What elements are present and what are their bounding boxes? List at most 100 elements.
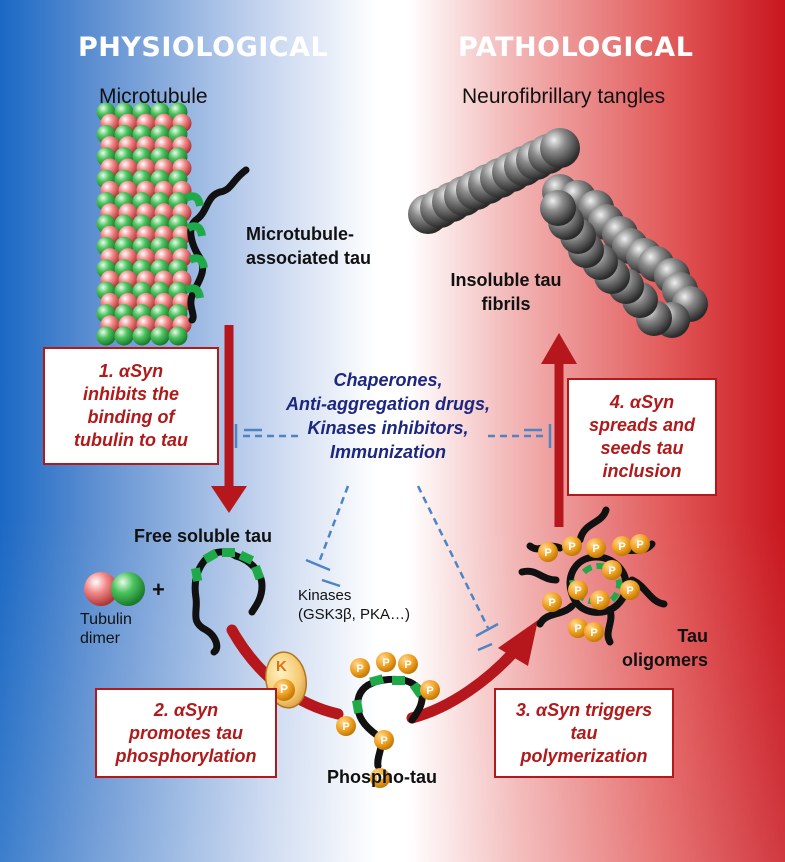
phosphate-bead <box>538 542 558 562</box>
inhibition-lines <box>234 424 552 652</box>
phosphate-label: P <box>568 541 575 553</box>
step1-line1: 1. αSyn <box>98 361 164 381</box>
phosphate-label: P <box>590 627 597 639</box>
phosphate-bead <box>562 536 582 556</box>
phosphate-label: P <box>626 585 633 597</box>
phosphate-bead <box>420 680 440 700</box>
free-soluble-tau-label: Free soluble tau <box>134 526 273 546</box>
twisted-fibril-illustration <box>540 174 708 338</box>
phosphate-bead <box>336 716 356 736</box>
oligomers-label-line2: oligomers <box>621 650 708 670</box>
phosphate-label: P <box>596 595 603 607</box>
pathway-arrows <box>211 325 577 724</box>
kinase-k-letter: K <box>276 658 287 675</box>
phosphate-bead <box>612 536 632 556</box>
step2-line1: 2. αSyn <box>153 699 219 720</box>
phospho-tau-label: Phospho-tau <box>327 767 437 787</box>
tubulin-label-line1: Tubulin <box>80 611 132 628</box>
kinases-label-line2: (GSK3β, PKA…) <box>298 606 410 623</box>
kinases-label: Kinases (GSK3β, PKA…) <box>298 586 410 624</box>
phosphate-label: P <box>618 541 625 553</box>
microtubule-associated-tau-label: Microtubule- associated tau <box>246 222 371 270</box>
tubulin-sphere <box>132 326 152 346</box>
phosphate-bead <box>374 730 394 750</box>
step4-line1: 4. αSyn <box>609 392 675 412</box>
phosphate-label: P <box>574 623 581 635</box>
tau-oligomers-label: Tau oligomers <box>604 624 708 672</box>
inhibitor-chaperones: Chaperones, <box>333 370 443 390</box>
phosphate-label: P <box>592 543 599 555</box>
mt-tau-label-line1: Microtubule- <box>246 224 354 244</box>
phosphate-bead <box>376 652 396 672</box>
step3-line1: 3. αSyn triggers <box>515 699 653 720</box>
microtubule-title: Microtubule <box>99 85 208 108</box>
step2-line3: phosphorylation <box>115 745 257 766</box>
physiological-header: PHYSIOLOGICAL <box>78 32 329 63</box>
phosphate-bead <box>542 592 562 612</box>
tubulin-sphere <box>96 326 116 346</box>
tubulin-label-line2: dimer <box>80 630 121 647</box>
step1-line3: binding of <box>87 407 175 427</box>
phosphate-label: P <box>356 663 363 675</box>
inhibitor-list: Chaperones, Anti-aggregation drugs, Kina… <box>218 368 558 464</box>
phosphate-label: P <box>544 547 551 559</box>
phosphate-label: P <box>574 585 581 597</box>
phosphate-bead <box>620 580 640 600</box>
phosphate-label: P <box>376 773 383 785</box>
phosphate-bead <box>350 658 370 678</box>
pathological-header: PATHOLOGICAL <box>458 32 694 63</box>
phosphate-bead <box>568 580 588 600</box>
fibril-sphere <box>540 128 580 168</box>
step1-line2: inhibits the <box>83 384 179 404</box>
step1-box: 1. αSyn inhibits the binding of tubulin … <box>43 347 219 465</box>
step4-line3: seeds tau <box>600 438 684 458</box>
phosphate-label: P <box>382 657 389 669</box>
plus-sign: + <box>152 577 165 602</box>
tubulin-dimer-label: Tubulin dimer <box>80 610 132 648</box>
phosphate-bead <box>590 590 610 610</box>
oligomers-label-line1: Tau <box>677 626 708 646</box>
tubulin-sphere <box>150 326 170 346</box>
tubulin-sphere <box>168 326 188 346</box>
step4-line2: spreads and <box>588 415 696 435</box>
inhibitor-anti-aggregation: Anti-aggregation drugs, <box>286 394 490 414</box>
phosphate-label: P <box>380 735 387 747</box>
phosphate-label: P <box>426 685 433 697</box>
microtubule-tau-strand <box>184 166 250 324</box>
phosphate-bead <box>630 534 650 554</box>
phosphate-label: P <box>548 597 555 609</box>
tubulin-sphere <box>114 326 134 346</box>
free-tau-strand <box>191 548 266 656</box>
fibril-sphere <box>540 190 576 226</box>
step3-box: 3. αSyn triggers tau polymerization <box>494 688 674 778</box>
step3-line3: polymerization <box>520 745 648 766</box>
step4-line4: inclusion <box>602 461 682 481</box>
microtubule-illustration <box>96 102 192 346</box>
inhibitor-kinases: Kinases inhibitors, <box>307 418 469 438</box>
phosphate-label: P <box>636 539 643 551</box>
kinase-p-letter: P <box>280 682 289 696</box>
phosphate-bead <box>398 654 418 674</box>
phosphate-label: P <box>608 565 615 577</box>
step2-line2: promotes tau <box>128 722 243 743</box>
fibrils-label-line2: fibrils <box>481 294 531 314</box>
phosphate-bead <box>586 538 606 558</box>
step2-box: 2. αSyn promotes tau phosphorylation <box>95 688 277 778</box>
kinases-label-line1: Kinases <box>298 587 352 604</box>
phosphate-bead <box>602 560 622 580</box>
step3-line2: tau <box>570 722 598 743</box>
phosphate-bead <box>370 768 390 788</box>
neurofibrillary-tangles-title: Neurofibrillary tangles <box>462 85 666 108</box>
straight-fibril-illustration <box>408 128 580 234</box>
phosphate-label: P <box>342 721 349 733</box>
phosphate-bead <box>584 622 604 642</box>
phosphate-label: P <box>404 659 411 671</box>
fibrils-label-line1: Insoluble tau <box>450 270 562 290</box>
insoluble-tau-fibrils-label: Insoluble tau fibrils <box>436 268 576 316</box>
inhibitor-immunization: Immunization <box>330 442 446 462</box>
tubulin-dimer-illustration <box>84 572 145 606</box>
mt-tau-label-line2: associated tau <box>246 248 372 268</box>
step1-line4: tubulin to tau <box>74 430 188 450</box>
